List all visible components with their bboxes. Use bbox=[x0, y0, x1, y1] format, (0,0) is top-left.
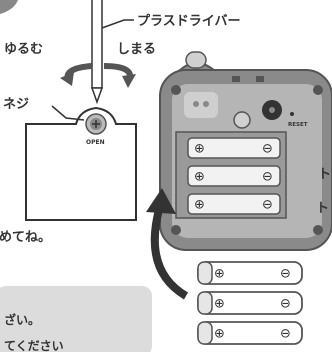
battery-minus-icon: ⊖ bbox=[280, 327, 291, 342]
sticker-icon bbox=[184, 92, 218, 118]
battery-minus-icon: ⊖ bbox=[280, 267, 291, 282]
info-box-line-1: ざい。 bbox=[4, 313, 41, 327]
screw-leader-line bbox=[51, 105, 85, 121]
battery-plus-icon: ⊕ bbox=[214, 267, 225, 282]
insert-arrow-icon bbox=[146, 188, 189, 300]
battery-plus-icon: ⊕ bbox=[194, 170, 205, 185]
cropped-text-1: ト bbox=[318, 167, 332, 182]
battery-loose-3 bbox=[197, 321, 303, 345]
cropped-text-2: ト bbox=[316, 201, 330, 216]
battery-loose-2 bbox=[197, 291, 303, 315]
battery-minus-icon: ⊖ bbox=[280, 297, 291, 312]
driver-leader-line bbox=[101, 19, 134, 29]
battery-minus-icon: ⊖ bbox=[262, 198, 273, 213]
screw-socket bbox=[233, 111, 251, 129]
tighten-label: しまる bbox=[117, 42, 157, 57]
reset-label: RESET bbox=[288, 122, 308, 128]
battery-loose-1 bbox=[197, 261, 303, 285]
battery-minus-icon: ⊖ bbox=[262, 142, 273, 157]
battery-cover bbox=[25, 106, 137, 221]
rotate-arrows-icon bbox=[60, 63, 136, 88]
loosen-label: ゆるむ bbox=[4, 42, 44, 57]
screw-label: ネジ bbox=[3, 97, 30, 112]
info-box-line-2: てください bbox=[4, 339, 64, 353]
battery-minus-icon: ⊖ bbox=[262, 170, 273, 185]
corner-shape bbox=[0, 0, 18, 14]
battery-installed-1 bbox=[187, 137, 281, 159]
battery-installed-2 bbox=[187, 165, 281, 187]
battery-plus-icon: ⊕ bbox=[214, 297, 225, 312]
battery-installed-3 bbox=[187, 193, 281, 215]
battery-plus-icon: ⊕ bbox=[194, 142, 205, 157]
note-text: めてね。 bbox=[0, 230, 52, 245]
open-label: OPEN bbox=[86, 139, 105, 146]
screwdriver-icon bbox=[90, 0, 104, 105]
driver-label: プラスドライバー bbox=[137, 14, 241, 29]
battery-plus-icon: ⊕ bbox=[194, 198, 205, 213]
battery-plus-icon: ⊕ bbox=[214, 327, 225, 342]
reset-button-icon bbox=[262, 100, 294, 120]
info-box bbox=[0, 286, 152, 352]
screw-icon bbox=[85, 113, 107, 135]
